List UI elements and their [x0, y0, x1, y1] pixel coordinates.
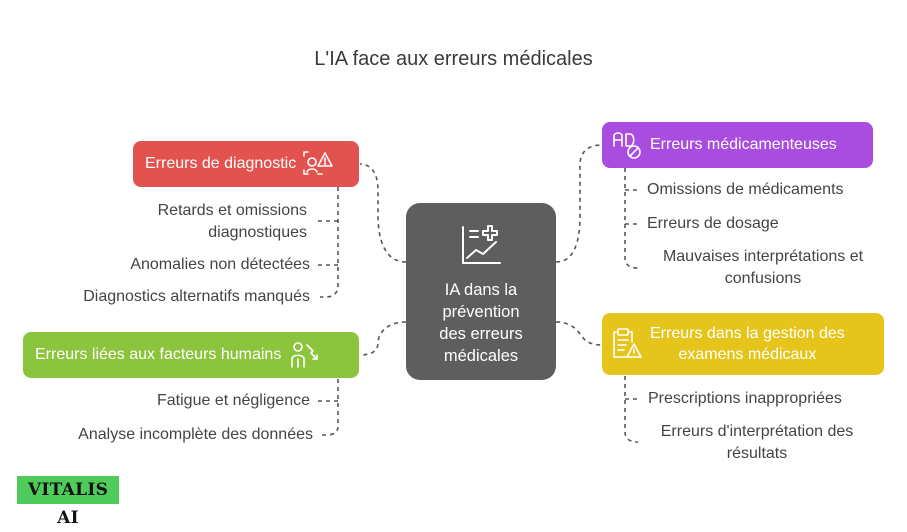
connector-diagnostic-items: [320, 187, 339, 298]
branch-exams-label: Erreurs dans la gestion des examens médi…: [650, 325, 845, 363]
person-fatigue-icon: [291, 342, 319, 368]
connector-center-exams: [555, 321, 603, 346]
branch-diagnostic-label: Erreurs de diagnostic: [145, 155, 297, 172]
branch-exams-box: Erreurs dans la gestion des examens médi…: [602, 313, 884, 375]
branch-medication-label: Erreurs médicamenteuses: [650, 136, 837, 153]
clipboard-warning-icon: [613, 328, 642, 358]
connector-center-human: [359, 321, 407, 356]
chart-health-icon: [462, 225, 501, 264]
diagnostic-item-1: Retards et omissions diagnostiques: [157, 202, 307, 241]
connector-center-diagnostic: [359, 163, 407, 263]
exams-item-1: Prescriptions inappropriées: [648, 390, 842, 407]
connector-center-medication: [555, 144, 603, 263]
vitalis-logo: VITALIS AI: [17, 476, 119, 528]
branch-human-factors-box: Erreurs liées aux facteurs humains: [23, 332, 359, 378]
diagram-title: L'IA face aux erreurs médicales: [314, 48, 593, 70]
branch-medication-box: Erreurs médicamenteuses: [602, 122, 873, 168]
medication-no-icon: [613, 132, 641, 159]
connector-lines: [318, 144, 639, 443]
connector-medication-items: [624, 168, 639, 269]
central-topic-label: IA dans la prévention des erreurs médica…: [439, 281, 523, 365]
branch-human-factors-label: Erreurs liées aux facteurs humains: [35, 346, 282, 363]
exams-item-2: Erreurs d'interprétation des résultats: [660, 423, 854, 462]
medication-item-2: Erreurs de dosage: [647, 215, 779, 232]
connector-exams-items: [624, 376, 639, 443]
connector-human-items: [320, 379, 339, 436]
medication-item-1: Omissions de médicaments: [647, 181, 844, 198]
diagnostic-item-2: Anomalies non détectées: [130, 256, 310, 273]
medication-item-3: Mauvaises interprétations et confusions: [662, 248, 864, 287]
diagnosis-warning-icon: [303, 151, 333, 175]
diagnostic-item-3: Diagnostics alternatifs manqués: [83, 288, 310, 305]
central-topic-node: IA dans la prévention des erreurs médica…: [406, 203, 556, 380]
branch-diagnostic-box: Erreurs de diagnostic: [133, 141, 359, 187]
human-factors-item-1: Fatigue et négligence: [157, 392, 310, 409]
human-factors-item-2: Analyse incomplète des données: [78, 426, 313, 443]
